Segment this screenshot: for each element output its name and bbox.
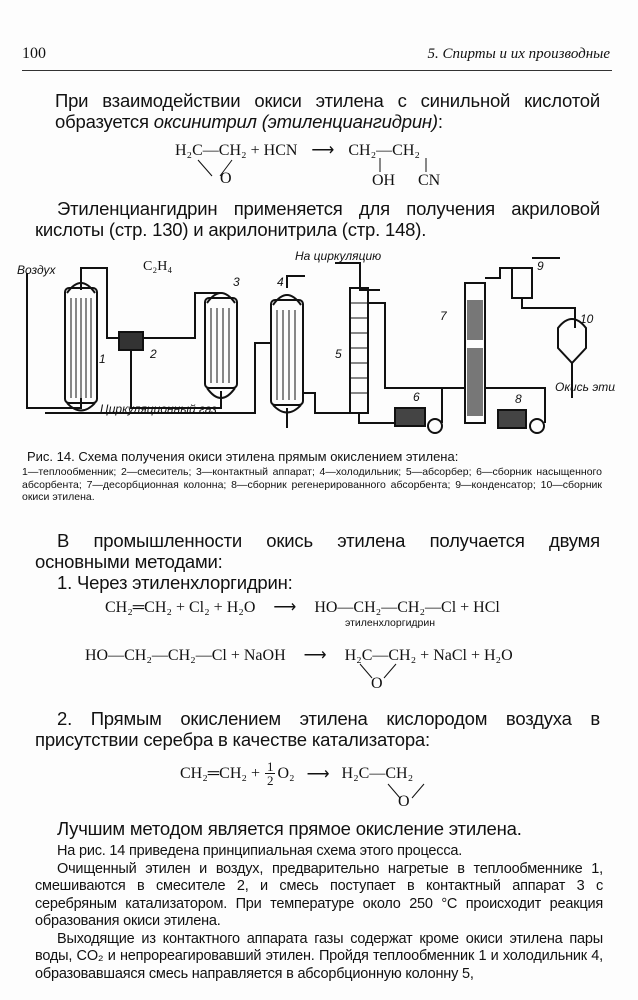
body-text: На рис. 14 приведена принципиальная схем… bbox=[35, 843, 603, 983]
label-recirculation: На циркуляцию bbox=[295, 249, 381, 263]
substituent-cn: CN bbox=[418, 172, 441, 189]
callout-4: 4 bbox=[277, 275, 284, 289]
eq-left: CH₂═CH₂ + bbox=[180, 764, 260, 782]
callout-9: 9 bbox=[537, 259, 544, 273]
paragraph: Очищенный этилен и воздух, предварительн… bbox=[35, 860, 603, 930]
callout-1: 1 bbox=[99, 352, 106, 366]
condenser-9 bbox=[511, 267, 533, 299]
paragraph-usage: Этиленциангидрин применяется для получен… bbox=[35, 198, 600, 240]
cooler-4 bbox=[270, 294, 304, 414]
substituent-bonds bbox=[379, 158, 427, 172]
equation-cyanohydrin: H₂C—CH₂ + HCN ⟶ CH₂—CH₂ bbox=[175, 140, 420, 160]
numerator: 1 bbox=[264, 759, 276, 774]
chlorohydrin-label: этиленхлоргидрин bbox=[345, 617, 436, 629]
ring-oxygen: O bbox=[371, 675, 383, 692]
header-rule bbox=[22, 70, 612, 71]
epoxide-ring-bonds bbox=[197, 159, 233, 177]
page-number: 100 bbox=[22, 45, 46, 62]
label-air: Воздух bbox=[17, 263, 56, 277]
callout-5: 5 bbox=[335, 347, 342, 361]
paragraph: Выходящие из контактного аппарата газы с… bbox=[35, 930, 603, 982]
desorption-column-7 bbox=[464, 282, 486, 424]
callout-10: 10 bbox=[580, 312, 594, 326]
contact-apparatus-3 bbox=[204, 292, 238, 399]
eq-left: HO—CH₂—CH₂—Cl + NaOH bbox=[85, 647, 286, 664]
saturated-absorbent-tank-6 bbox=[394, 407, 443, 434]
callout-6: 6 bbox=[413, 390, 420, 404]
substituent-oh: OH bbox=[372, 172, 396, 189]
eq-right: H₂C—CH₂ bbox=[341, 764, 414, 782]
equation-direct-oxidation: CH₂═CH₂ + 1 2 O₂ ⟶ H₂C—CH₂ bbox=[180, 760, 413, 787]
equation-dehydrochlorination: HO—CH₂—CH₂—Cl + NaOH ⟶ H₂C—CH₂ + NaCl + … bbox=[85, 645, 513, 665]
running-header: 5. Спирты и их производные bbox=[427, 46, 610, 62]
ring-oxygen: O bbox=[220, 170, 232, 187]
pipes bbox=[26, 257, 576, 428]
eq-right: CH₂—CH₂ bbox=[348, 142, 420, 159]
label-ethylene: C₂H₄ bbox=[143, 259, 172, 274]
process-flow-diagram: Воздух C₂H₄ На циркуляцию Циркуляционный… bbox=[17, 249, 615, 434]
arrow: ⟶ bbox=[306, 765, 330, 783]
regenerated-absorbent-tank-8 bbox=[497, 409, 545, 434]
eq-left: CH₂═CH₂ + Cl₂ + H₂O bbox=[105, 599, 256, 616]
ring-oxygen: O bbox=[398, 793, 410, 810]
method2-title: 2. Прямым окислением этилена кислородом … bbox=[35, 708, 600, 750]
eq-right: H₂C—CH₂ + NaCl + H₂O bbox=[344, 647, 513, 664]
fraction: 1 2 bbox=[264, 759, 276, 788]
label-product: Окись этилена bbox=[555, 380, 615, 394]
paragraph-text: При взаимодействии окиси этилена с синил… bbox=[55, 90, 600, 132]
term: оксинитрил (этиленциангидрин) bbox=[153, 111, 438, 132]
arrow: ⟶ bbox=[273, 599, 297, 616]
paragraph-methods: В промышленности окись этилена получаетс… bbox=[35, 530, 600, 572]
arrow: ⟶ bbox=[303, 647, 327, 664]
eq-left: H₂C—CH₂ + HCN bbox=[175, 142, 298, 159]
ethylene-oxide-collector-10 bbox=[557, 318, 587, 365]
callout-3: 3 bbox=[233, 275, 240, 289]
callout-2: 2 bbox=[149, 347, 157, 361]
figure-caption: Рис. 14. Схема получения окиси этилена п… bbox=[27, 449, 459, 464]
callout-7: 7 bbox=[440, 309, 448, 323]
figure-legend: 1—теплообменник; 2—смеситель; 3—контактн… bbox=[22, 466, 602, 503]
mixer-2 bbox=[118, 331, 144, 351]
method1-title: 1. Через этиленхлоргидрин: bbox=[57, 572, 293, 593]
label-recirculation-gas: Циркуляционный газ bbox=[100, 402, 217, 416]
oxygen: O₂ bbox=[277, 764, 295, 782]
paragraph: На рис. 14 приведена принципиальная схем… bbox=[57, 843, 463, 859]
heat-exchanger-1 bbox=[64, 282, 98, 412]
punct: : bbox=[437, 111, 443, 132]
denominator: 2 bbox=[266, 773, 274, 788]
epoxide-ring-bonds bbox=[387, 783, 425, 799]
equation-chlorohydrin: CH₂═CH₂ + Cl₂ + H₂O ⟶ HO—CH₂—CH₂—Cl + HC… bbox=[105, 597, 500, 617]
callout-8: 8 bbox=[515, 392, 522, 406]
paragraph-intro: При взаимодействии окиси этилена с синил… bbox=[55, 90, 600, 132]
eq-right: HO—CH₂—CH₂—Cl + HCl bbox=[314, 599, 500, 616]
epoxide-ring-bonds bbox=[359, 663, 397, 679]
paragraph-best-method: Лучшим методом является прямое окисление… bbox=[57, 818, 522, 839]
absorber-5 bbox=[349, 287, 369, 414]
arrow: ⟶ bbox=[311, 142, 335, 159]
